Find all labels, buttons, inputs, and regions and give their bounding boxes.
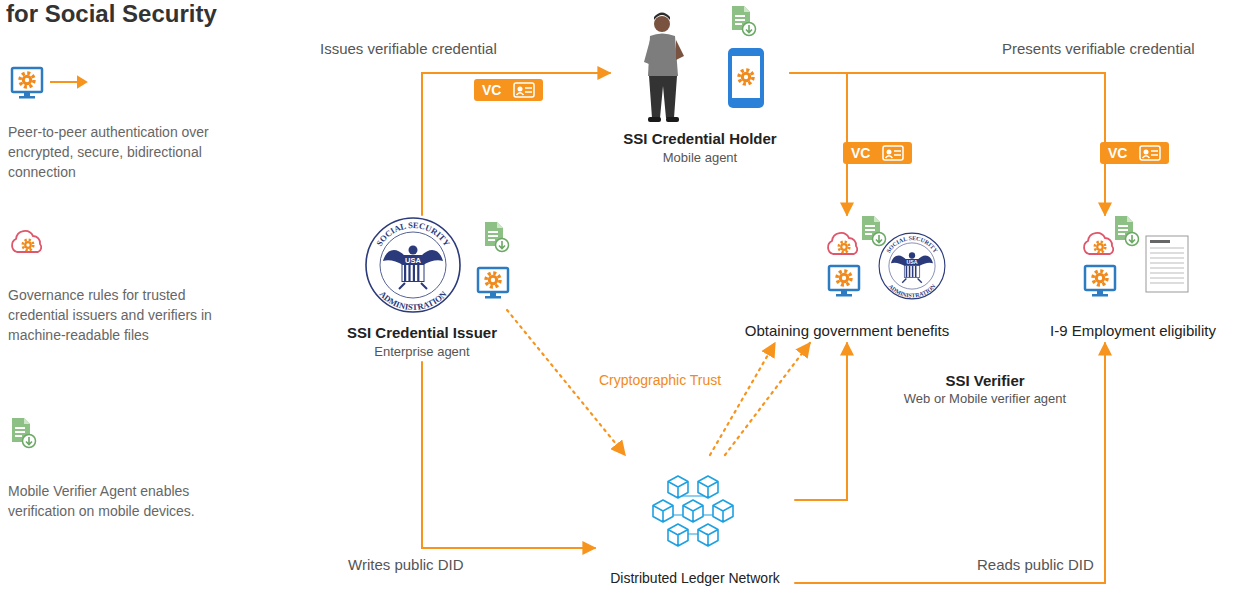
node-text: SSI Credential Holder: [623, 129, 776, 149]
ssa-seal: SOCIAL SECURITY USA ADMINISTRATION: [366, 218, 460, 312]
monitor-icon: [478, 268, 508, 299]
cloud-icon: [12, 231, 41, 252]
verifier-label: SSI Verifier: [945, 372, 1024, 389]
node-text: Mobile agent: [663, 149, 737, 166]
node-text: SSI Credential Issuer: [347, 323, 497, 343]
legend-item: Governance rules for trusted credential …: [8, 285, 223, 345]
connector-label: Cryptographic Trust: [597, 372, 723, 388]
monitor-icon: [1085, 266, 1115, 297]
node-label: Distributed Ledger Network: [610, 568, 780, 588]
connector-arrow: [422, 73, 610, 215]
connector-arrow: [725, 343, 810, 455]
connector-arrow: [422, 362, 595, 548]
monitor-icon: [12, 68, 86, 99]
document-icon: [485, 222, 509, 252]
document-icon: [862, 216, 886, 246]
node-text: Enterprise agent: [374, 343, 469, 360]
connector-arrow: [790, 73, 1105, 215]
agent-node: SSI Credential IssuerEnterprise agent: [337, 215, 507, 362]
connector-label: Presents verifiable credential: [1000, 40, 1197, 57]
id-card-icon: [882, 145, 904, 161]
cloud-icon: [828, 233, 857, 254]
cloud-icon: [1084, 233, 1113, 254]
connector-arrow: [795, 343, 1105, 583]
phone-icon: [728, 48, 764, 108]
vc-text: VC: [1108, 144, 1127, 162]
ssa-seal: SOCIAL SECURITY USA ADMINISTRATION: [879, 233, 945, 299]
document-icon: [12, 418, 36, 448]
vc-badge: VC: [843, 142, 912, 164]
connector-arrow: [795, 343, 847, 500]
agent-node: Distributed Ledger Network: [595, 455, 795, 590]
legend-text: Governance rules for trusted credential …: [8, 285, 223, 345]
connector-label: Writes public DID: [346, 556, 466, 573]
node-label: I-9 Employment eligibility: [1050, 321, 1216, 341]
agent-node: SSI Credential HolderMobile agent: [610, 6, 790, 168]
diagram-title: for Social Security: [6, 0, 217, 28]
seal-text: ADMINISTRATION: [378, 288, 450, 312]
id-card-icon: [1139, 145, 1161, 161]
verifier-label: Web or Mobile verifier agent: [904, 391, 1066, 406]
connector-label: Reads public DID: [975, 556, 1096, 573]
legend-item: Peer-to-peer authentication over encrypt…: [8, 122, 223, 182]
id-card-icon: [513, 82, 535, 98]
agent-node: I-9 Employment eligibility: [1040, 215, 1226, 343]
connector-label: Issues verifiable credential: [318, 40, 499, 57]
document-icon: [732, 6, 756, 36]
connector-arrow: [790, 73, 847, 215]
document-icon: [1115, 216, 1139, 246]
seal-text: USA: [906, 259, 917, 265]
seal-text: SOCIAL SECURITY: [885, 235, 939, 254]
vc-text: VC: [482, 81, 501, 99]
vc-text: VC: [851, 144, 870, 162]
legend-item: Mobile Verifier Agent enables verificati…: [8, 481, 223, 521]
agent-node: Obtaining government benefits: [735, 215, 959, 343]
seal-text: USA: [405, 256, 421, 265]
vc-badge: VC: [1100, 142, 1169, 164]
node-label: Obtaining government benefits: [745, 321, 949, 341]
monitor-icon: [829, 266, 859, 297]
legend-text: Mobile Verifier Agent enables verificati…: [8, 481, 223, 521]
person-figure: [644, 13, 684, 123]
vc-badge: VC: [474, 79, 543, 101]
ledger-network-icon: [653, 476, 733, 546]
seal-text: SOCIAL SECURITY: [374, 220, 452, 248]
legend-text: Peer-to-peer authentication over encrypt…: [8, 122, 223, 182]
seal-text: ADMINISTRATION: [887, 283, 937, 299]
connector-arrow: [710, 343, 775, 455]
i9-form: [1146, 236, 1188, 292]
